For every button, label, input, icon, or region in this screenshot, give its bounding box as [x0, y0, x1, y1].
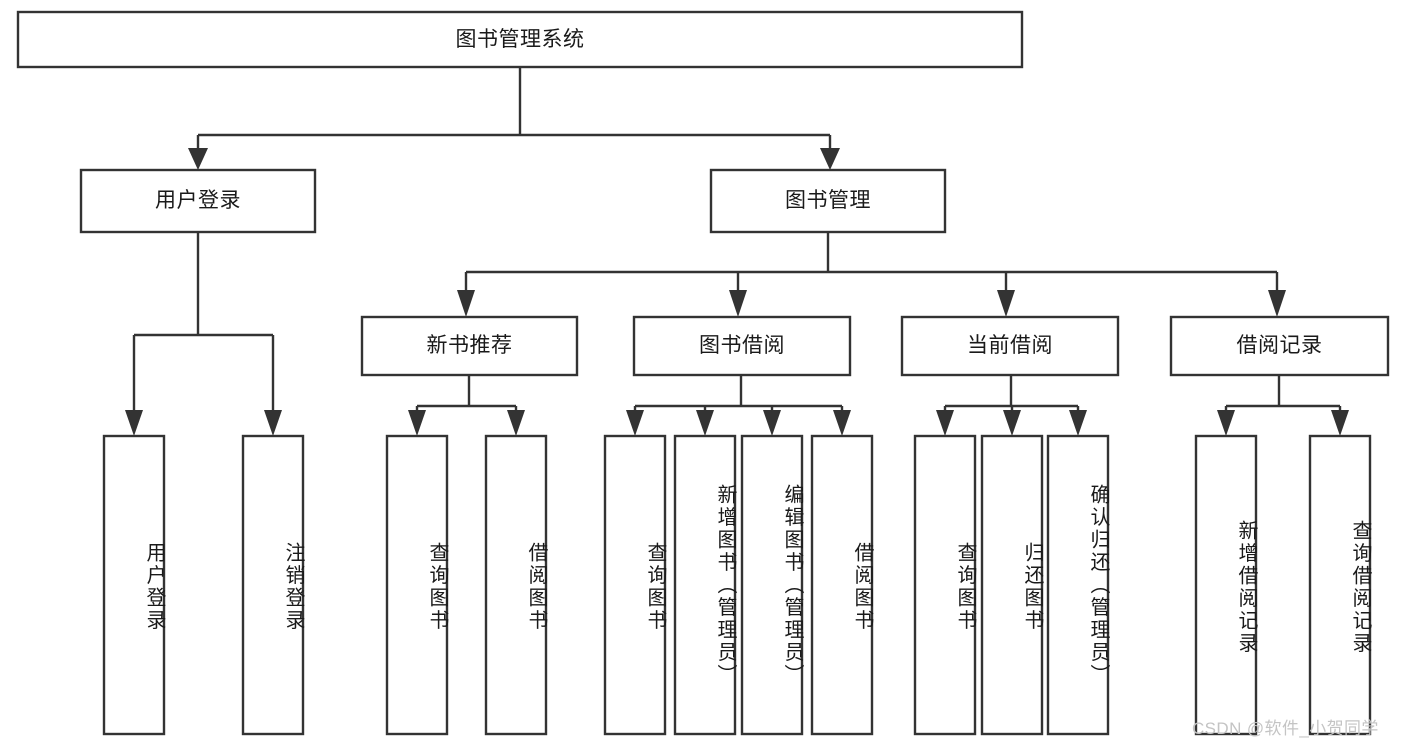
arrow-head-icon — [833, 410, 851, 436]
node-box-book-borrow[interactable] — [632, 315, 852, 377]
arrow-head-icon — [507, 410, 525, 436]
node-box-leaf-query-book-current[interactable] — [913, 434, 977, 736]
node-box-leaf-user-logout[interactable] — [241, 434, 305, 736]
connector-group-borrow-record — [1217, 375, 1349, 436]
node-box-borrow-record[interactable] — [1169, 315, 1390, 377]
node-box-leaf-return-book[interactable] — [980, 434, 1044, 736]
arrow-head-icon — [457, 290, 475, 317]
node-box-root[interactable] — [16, 10, 1024, 69]
connector-group-user-login — [125, 232, 282, 436]
arrow-head-icon — [188, 148, 208, 170]
node-box-current-borrow[interactable] — [900, 315, 1120, 377]
arrow-head-icon — [125, 410, 143, 436]
arrow-head-icon — [729, 290, 747, 317]
connector-group-book-management — [457, 232, 1286, 317]
connector-group-current-borrow — [936, 375, 1087, 436]
node-box-leaf-borrow-book[interactable] — [810, 434, 874, 736]
node-box-leaf-add-borrow-record[interactable] — [1194, 434, 1258, 736]
arrow-head-icon — [820, 148, 840, 170]
node-box-leaf-user-login[interactable] — [102, 434, 166, 736]
node-box-leaf-edit-book-admin[interactable] — [740, 434, 804, 736]
node-box-new-book-recommend[interactable] — [360, 315, 579, 377]
node-box-leaf-query-book-rec[interactable] — [385, 434, 449, 736]
arrow-head-icon — [408, 410, 426, 436]
connector-group-new-book-recommend — [408, 375, 525, 436]
connector-group-book-borrow — [626, 375, 851, 436]
arrow-head-icon — [1331, 410, 1349, 436]
node-box-leaf-query-borrow-record[interactable] — [1308, 434, 1372, 736]
arrow-head-icon — [763, 410, 781, 436]
arrow-head-icon — [696, 410, 714, 436]
node-box-leaf-query-book-borrow[interactable] — [603, 434, 667, 736]
connector-group-root — [188, 67, 840, 170]
arrow-head-icon — [1003, 410, 1021, 436]
arrow-head-icon — [997, 290, 1015, 317]
node-box-leaf-borrow-book-rec[interactable] — [484, 434, 548, 736]
arrow-head-icon — [936, 410, 954, 436]
arrow-head-icon — [1217, 410, 1235, 436]
arrow-head-icon — [264, 410, 282, 436]
arrow-head-icon — [626, 410, 644, 436]
node-box-user-login[interactable] — [79, 168, 317, 234]
watermark-text: CSDN @软件_小贺同学 — [1192, 719, 1379, 738]
arrow-head-icon — [1069, 410, 1087, 436]
node-box-leaf-add-book-admin[interactable] — [673, 434, 737, 736]
node-box-book-management[interactable] — [709, 168, 947, 234]
node-box-leaf-confirm-return-admin[interactable] — [1046, 434, 1110, 736]
arrow-head-icon — [1268, 290, 1286, 317]
